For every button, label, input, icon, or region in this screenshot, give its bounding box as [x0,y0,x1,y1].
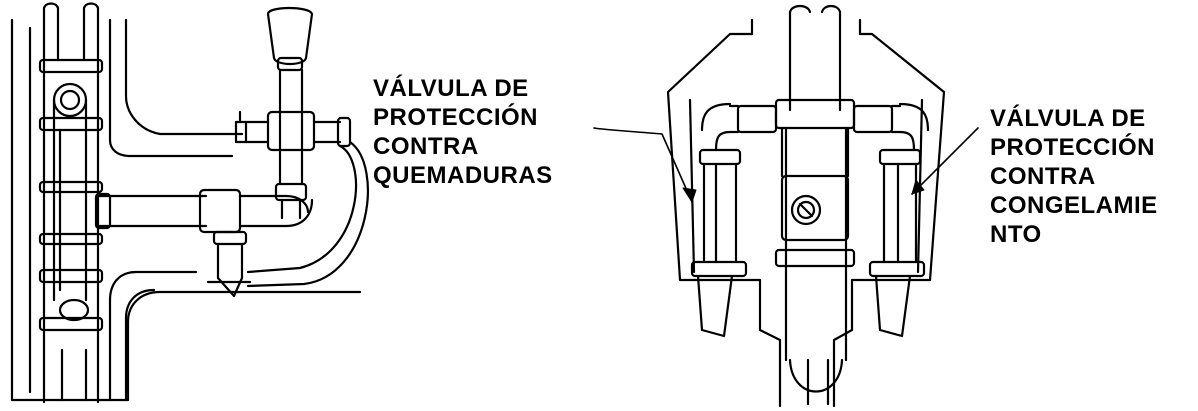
branch-pipe-left [94,188,314,234]
enclosure-inner-lower [108,270,198,402]
freeze-valve-branch-left [690,102,778,338]
scald-valve-body [234,6,369,288]
freeze-label-line-2: PROTECCIÓN [990,134,1156,161]
scald-label-line-2: PROTECCIÓN [373,104,539,131]
freeze-leader-line [911,127,979,195]
freeze-label-line-1: VÁLVULA DE [990,105,1146,132]
scald-label-line-4: QUEMADURAS [373,162,553,189]
scald-label-line-1: VÁLVULA DE [373,75,529,102]
enclosure-outline-right [666,32,782,408]
freeze-label-line-5: NTO [990,221,1042,248]
freeze-valve-branch-right [852,102,930,338]
scald-label-line-3: CONTRA [373,133,479,160]
enclosure-inner-upper [108,18,234,158]
freeze-valve-installation [666,4,946,408]
scald-leader-line [593,127,693,203]
freeze-valve-label: VÁLVULA DE PROTECCIÓN CONTRA CONGELAMIE … [990,104,1158,249]
scald-valve-installation [10,2,369,404]
freeze-label-line-4: CONGELAMIE [990,192,1158,219]
main-vertical-pipe-left [38,2,104,404]
scald-valve-label: VÁLVULA DE PROTECCIÓN CONTRA QUEMADURAS [373,74,553,190]
enclosure-outline-left [10,18,362,402]
freeze-label-line-3: CONTRA [990,163,1096,190]
drain-valve-left [206,230,252,298]
main-vertical-pipe-right [774,4,856,406]
